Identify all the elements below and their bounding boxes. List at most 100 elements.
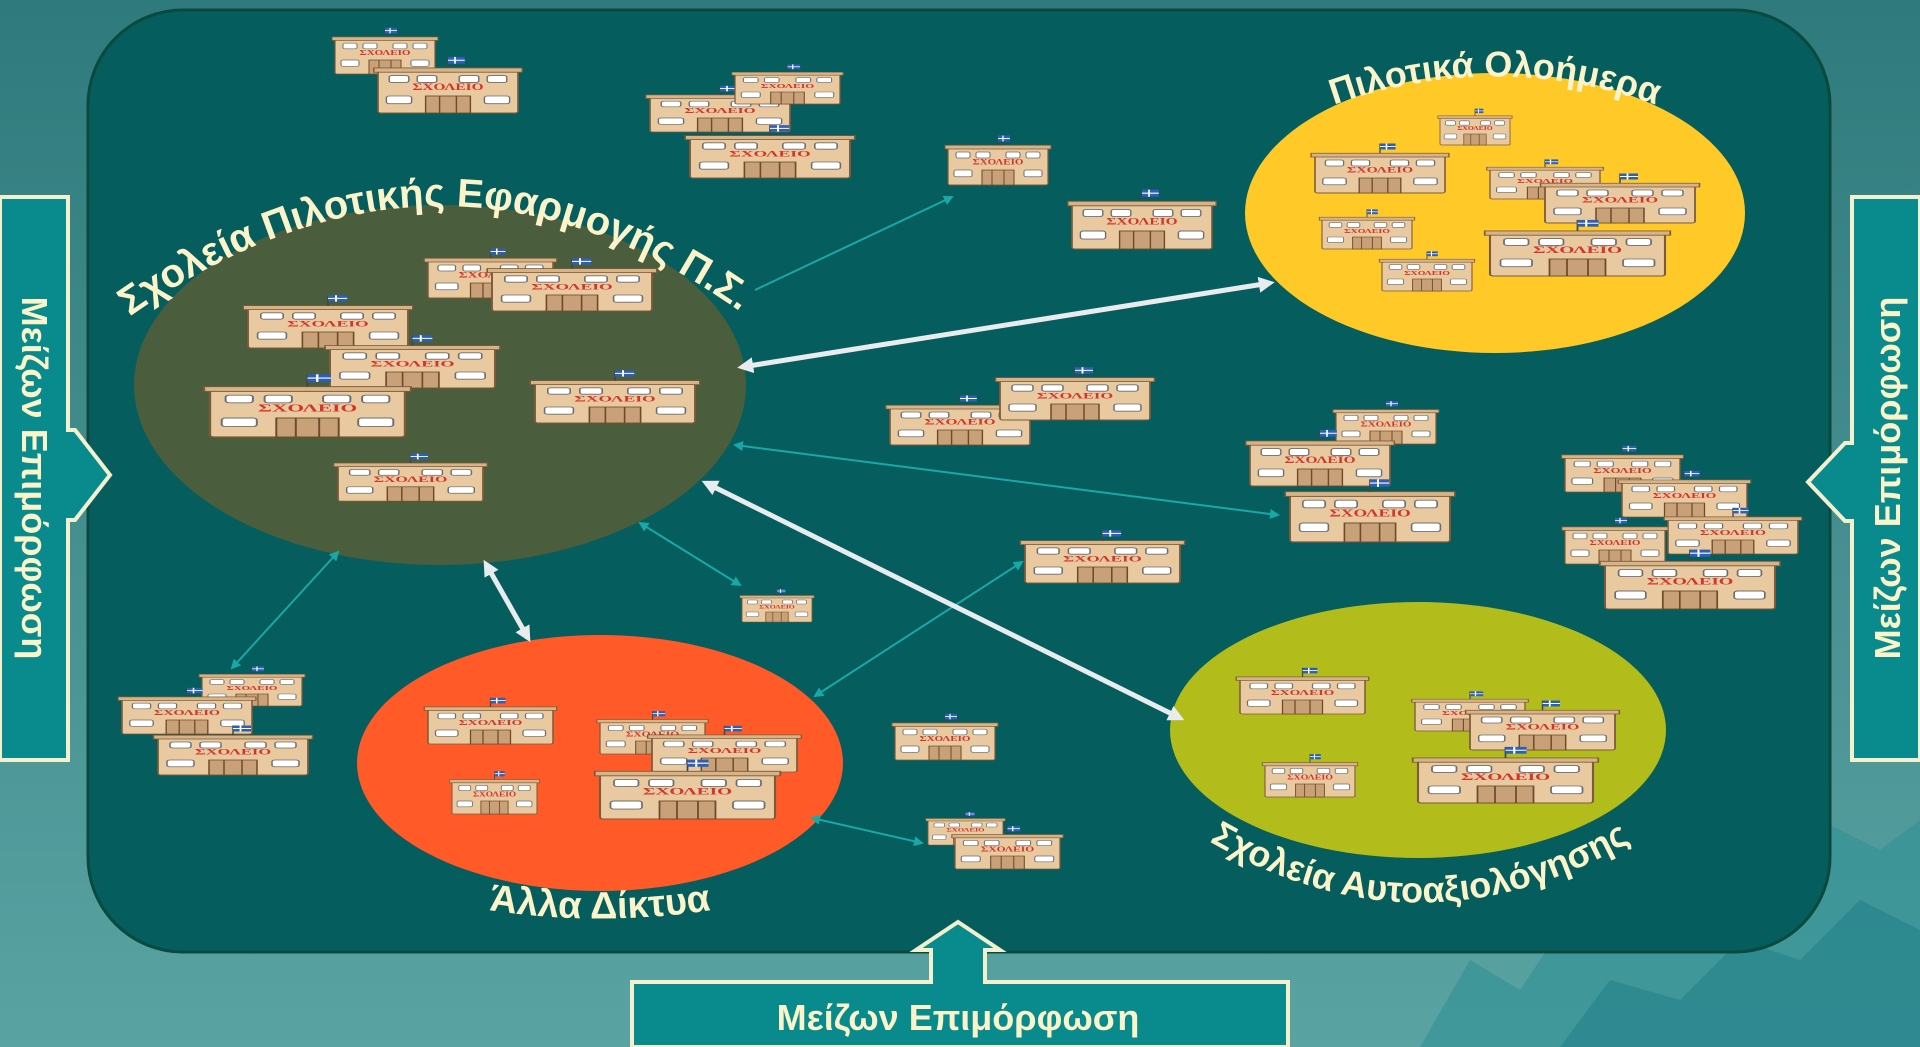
school-building-icon: ΣΧΟΛΕΙΟ [1486, 158, 1604, 200]
svg-text:ΣΧΟΛΕΙΟ: ΣΧΟΛΕΙΟ [1106, 216, 1177, 227]
thick-arrow [701, 480, 1185, 721]
school-building-icon: ΣΧΟΛΕΙΟ [925, 811, 1006, 846]
svg-text:ΣΧΟΛΕΙΟ: ΣΧΟΛΕΙΟ [761, 83, 814, 90]
svg-text:ΣΧΟΛΕΙΟ: ΣΧΟΛΕΙΟ [371, 359, 455, 369]
svg-text:ΣΧΟΛΕΙΟ: ΣΧΟΛΕΙΟ [227, 684, 278, 691]
school-building-icon: ΣΧΟΛΕΙΟ [644, 84, 796, 133]
training-left-label: Μείζων Επιμόρφωση [14, 297, 55, 660]
training-right: Μείζων Επιμόρφωση [1805, 195, 1920, 762]
thick-arrows [483, 276, 1275, 721]
thick-arrow [737, 276, 1275, 374]
svg-text:ΣΧΟΛΕΙΟ: ΣΧΟΛΕΙΟ [973, 158, 1024, 167]
school-building-icon: ΣΧΟΛΕΙΟ [1261, 753, 1359, 798]
school-building-icon: ΣΧΟΛΕΙΟ [944, 134, 1052, 186]
school-building-icon: ΣΧΟΛΕΙΟ [1310, 142, 1450, 194]
school-building-icon: ΣΧΟΛΕΙΟ [1561, 517, 1669, 565]
school-building-icon: ΣΧΟΛΕΙΟ [1437, 108, 1513, 146]
svg-text:ΣΧΟΛΕΙΟ: ΣΧΟΛΕΙΟ [195, 747, 271, 756]
svg-text:ΣΧΟΛΕΙΟ: ΣΧΟΛΕΙΟ [688, 746, 762, 755]
svg-text:ΣΧΟΛΕΙΟ: ΣΧΟΛΕΙΟ [1582, 195, 1658, 204]
svg-text:ΣΧΟΛΕΙΟ: ΣΧΟΛΕΙΟ [1653, 492, 1717, 500]
school-building-icon: ΣΧΟΛΕΙΟ [1019, 529, 1186, 584]
training-right-box [1805, 195, 1920, 762]
school-building-icon: ΣΧΟΛΕΙΟ [152, 724, 314, 776]
school-building-icon: ΣΧΟΛΕΙΟ [1235, 667, 1370, 715]
school-building-icon: ΣΧΟΛΕΙΟ [1411, 745, 1600, 805]
school-building-icon: ΣΧΟΛΕΙΟ [1378, 250, 1476, 292]
schools: ΣΧΟΛΕΙΟ ΣΧΟΛΕΙΟ ΣΧΟΛΕΙΟ ΣΧΟΛΕΙΟ ΣΧΟΛΕΙΟ … [117, 27, 1803, 870]
svg-text:ΣΧΟΛΕΙΟ: ΣΧΟΛΕΙΟ [473, 790, 517, 798]
svg-text:ΣΧΟΛΕΙΟ: ΣΧΟΛΕΙΟ [643, 786, 732, 797]
school-building-icon: ΣΧΟΛΕΙΟ [198, 665, 306, 707]
school-building-icon: ΣΧΟΛΕΙΟ [324, 334, 501, 389]
svg-text:ΣΧΟΛΕΙΟ: ΣΧΟΛΕΙΟ [1404, 269, 1450, 276]
svg-text:ΣΧΟΛΕΙΟ: ΣΧΟΛΕΙΟ [1037, 390, 1113, 400]
svg-text:ΣΧΟΛΕΙΟ: ΣΧΟΛΕΙΟ [729, 149, 811, 158]
school-building-icon: ΣΧΟΛΕΙΟ [951, 825, 1064, 870]
svg-text:ΣΧΟΛΕΙΟ: ΣΧΟΛΕΙΟ [1700, 529, 1766, 537]
svg-text:ΣΧΟΛΕΙΟ: ΣΧΟΛΕΙΟ [154, 709, 220, 717]
svg-text:ΣΧΟΛΕΙΟ: ΣΧΟΛΕΙΟ [360, 49, 411, 57]
school-building-icon: ΣΧΟΛΕΙΟ [884, 394, 1036, 446]
school-building-icon: ΣΧΟΛΕΙΟ [1663, 507, 1803, 555]
thick-arrow [483, 559, 531, 643]
svg-text:ΣΧΟΛΕΙΟ: ΣΧΟΛΕΙΟ [924, 417, 995, 426]
school-building-icon: ΣΧΟΛΕΙΟ [486, 257, 658, 312]
svg-text:ΣΧΟΛΕΙΟ: ΣΧΟΛΕΙΟ [1517, 177, 1574, 184]
svg-text:ΣΧΟΛΕΙΟ: ΣΧΟΛΕΙΟ [574, 394, 656, 403]
school-building-icon: ΣΧΟΛΕΙΟ [1464, 699, 1621, 751]
school-building-icon: ΣΧΟΛΕΙΟ [1244, 429, 1396, 487]
school-building-icon: ΣΧΟΛΕΙΟ [202, 373, 413, 439]
svg-text:ΣΧΟΛΕΙΟ: ΣΧΟΛΕΙΟ [374, 475, 448, 484]
school-building-icon: ΣΧΟΛΕΙΟ [1598, 548, 1782, 611]
svg-text:ΣΧΟΛΕΙΟ: ΣΧΟΛΕΙΟ [1344, 227, 1390, 234]
thin-arrow [230, 550, 340, 670]
school-building-icon: ΣΧΟΛΕΙΟ [529, 369, 701, 424]
svg-text:ΣΧΟΛΕΙΟ: ΣΧΟΛΕΙΟ [946, 827, 985, 833]
svg-text:ΣΧΟΛΕΙΟ: ΣΧΟΛΕΙΟ [1347, 166, 1413, 175]
school-building-icon: ΣΧΟΛΕΙΟ [994, 366, 1156, 421]
school-building-icon: ΣΧΟΛΕΙΟ [1284, 478, 1456, 543]
svg-text:ΣΧΟΛΕΙΟ: ΣΧΟΛΕΙΟ [1590, 539, 1641, 547]
school-building-icon: ΣΧΟΛΕΙΟ [331, 27, 439, 75]
svg-text:ΣΧΟΛΕΙΟ: ΣΧΟΛΕΙΟ [1647, 577, 1734, 588]
thin-arrow [754, 195, 954, 291]
school-building-icon: ΣΧΟΛΕΙΟ [242, 294, 414, 349]
school-building-icon: ΣΧΟΛΕΙΟ [684, 124, 856, 179]
svg-text:ΣΧΟΛΕΙΟ: ΣΧΟΛΕΙΟ [1457, 126, 1493, 132]
svg-text:ΣΧΟΛΕΙΟ: ΣΧΟΛΕΙΟ [981, 845, 1034, 853]
school-building-icon: ΣΧΟΛΕΙΟ [731, 63, 844, 105]
school-building-icon: ΣΧΟΛΕΙΟ [423, 247, 558, 299]
svg-text:ΣΧΟΛΕΙΟ: ΣΧΟΛΕΙΟ [1461, 773, 1550, 783]
svg-text:ΣΧΟΛΕΙΟ: ΣΧΟΛΕΙΟ [412, 82, 483, 92]
school-building-icon: ΣΧΟΛΕΙΟ [1617, 470, 1752, 518]
school-building-icon: ΣΧΟΛΕΙΟ [423, 697, 558, 745]
svg-text:ΣΧΟΛΕΙΟ: ΣΧΟΛΕΙΟ [531, 282, 613, 291]
school-building-icon: ΣΧΟΛΕΙΟ [593, 758, 782, 821]
training-bottom-label: Μείζων Επιμόρφωση [777, 997, 1140, 1038]
svg-text:ΣΧΟΛΕΙΟ: ΣΧΟΛΕΙΟ [1361, 421, 1412, 429]
svg-text:ΣΧΟΛΕΙΟ: ΣΧΟΛΕΙΟ [1284, 455, 1355, 465]
svg-text:ΣΧΟΛΕΙΟ: ΣΧΟΛΕΙΟ [1533, 246, 1622, 256]
svg-text:ΣΧΟΛΕΙΟ: ΣΧΟΛΕΙΟ [1329, 508, 1410, 520]
school-building-icon: ΣΧΟΛΕΙΟ [1539, 172, 1701, 224]
thin-arrow [733, 441, 1280, 519]
svg-text:ΣΧΟΛΕΙΟ: ΣΧΟΛΕΙΟ [258, 402, 357, 414]
training-left: Μείζων Επιμόρφωση [0, 195, 113, 762]
svg-text:ΣΧΟΛΕΙΟ: ΣΧΟΛΕΙΟ [459, 271, 523, 280]
svg-text:ΣΧΟΛΕΙΟ: ΣΧΟΛΕΙΟ [1593, 467, 1652, 475]
label-networks: Άλλα Δίκτυα [488, 877, 713, 927]
school-building-icon: ΣΧΟΛΕΙΟ [1483, 218, 1672, 278]
school-building-icon: ΣΧΟΛΕΙΟ [1560, 445, 1685, 493]
school-building-icon: ΣΧΟΛΕΙΟ [1318, 208, 1416, 250]
svg-text:ΣΧΟΛΕΙΟ: ΣΧΟΛΕΙΟ [459, 719, 523, 727]
training-bottom-box [630, 919, 1290, 1047]
svg-text:ΣΧΟΛΕΙΟ: ΣΧΟΛΕΙΟ [1271, 689, 1335, 697]
svg-text:ΣΧΟΛΕΙΟ: ΣΧΟΛΕΙΟ [684, 106, 755, 115]
school-building-icon: ΣΧΟΛΕΙΟ [646, 724, 803, 773]
svg-text:ΣΧΟΛΕΙΟ: ΣΧΟΛΕΙΟ [287, 319, 369, 328]
training-bottom: Μείζων Επιμόρφωση [630, 919, 1290, 1047]
thin-arrow [810, 814, 924, 847]
school-building-icon: ΣΧΟΛΕΙΟ [1066, 188, 1218, 250]
